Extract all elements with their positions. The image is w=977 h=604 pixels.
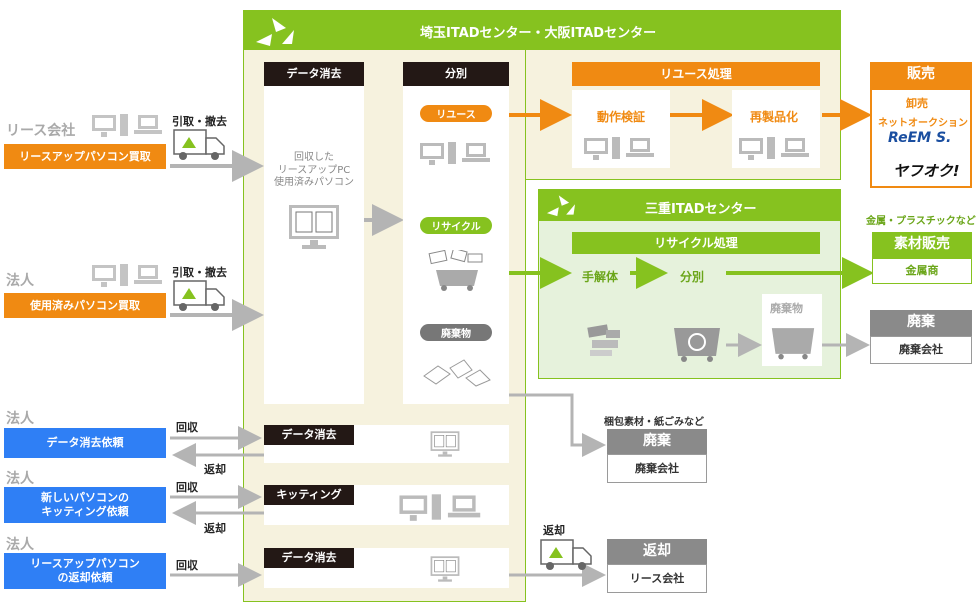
truck-icon: [173, 129, 225, 160]
corp-label: 法人: [6, 411, 34, 427]
refurb-label: 再製品化: [750, 110, 799, 124]
truck-icon: [173, 280, 225, 311]
sales-header: 販売: [870, 62, 972, 88]
verify-label: 動作検証: [597, 110, 646, 124]
truck-icon: [540, 539, 592, 570]
reuse-process-header: リユース処理: [572, 62, 820, 86]
return-header: 返却: [607, 539, 707, 564]
waste-pill: 廃棄物: [420, 324, 492, 341]
collect-label: 回収: [176, 421, 198, 434]
pickup-label: 引取・撤去: [172, 266, 227, 279]
received-pc-text: 回収した リースアップPC 使用済みパソコン: [274, 152, 354, 189]
yafuoku-logo: ヤフオク!: [893, 162, 960, 180]
recycle-pill: リサイクル: [420, 217, 492, 234]
waste-container-icon: [771, 328, 815, 360]
mie-waste-label: 廃棄物: [770, 302, 803, 315]
return-label: 返却: [204, 463, 226, 476]
reems-logo: ReEM S.: [888, 130, 952, 146]
saitama-center-frame: [243, 10, 841, 50]
desktop-pc-icon: [584, 137, 654, 160]
disposal2-body: 廃棄会社: [607, 454, 707, 483]
desktop-pc-icon: [92, 114, 162, 137]
kitting-request-button[interactable]: 新しいパソコンの キッティング依頼: [4, 487, 166, 523]
recycle-process-header: リサイクル処理: [572, 232, 820, 254]
collect-label: 回収: [176, 481, 198, 494]
disposal-header: 廃棄: [870, 310, 972, 336]
desktop-pc-icon: [92, 264, 162, 287]
data-erase-label: データ消去: [264, 425, 354, 445]
collect-label: 回収: [176, 559, 198, 572]
lease-company-label: リース会社: [6, 123, 76, 139]
corp-label: 法人: [6, 537, 34, 553]
sales-panel: [870, 88, 972, 188]
desktop-pc-icon: [399, 494, 481, 521]
data-erase-monitor-icon: [289, 205, 339, 249]
wholesale-label: 卸売: [906, 97, 928, 110]
data-erase-monitor-icon: [430, 556, 460, 582]
desktop-pc-icon: [739, 137, 809, 160]
kitting-label: キッティング: [264, 485, 354, 505]
data-erase-header: データ消去: [264, 62, 364, 86]
disposal2-header: 廃棄: [607, 429, 707, 454]
sorting-panel: [403, 86, 509, 404]
saitama-center-title: 埼玉ITADセンター・大阪ITADセンター: [420, 26, 657, 41]
data-erase-request-button[interactable]: データ消去依頼: [4, 428, 166, 458]
disassembled-parts-icon: [587, 324, 620, 356]
pickup-label: 引取・撤去: [172, 115, 227, 128]
auction-label: ネットオークション: [878, 118, 968, 129]
mie-sort-label: 分別: [680, 270, 705, 284]
data-erase-label: データ消去: [264, 548, 354, 568]
recycle-container-icon: [674, 328, 720, 362]
itad-logo-icon: [256, 18, 294, 46]
return-truck-label: 返却: [543, 524, 565, 537]
disassembly-label: 手解体: [582, 270, 619, 284]
materials-body: 金属商: [872, 258, 972, 284]
recycle-bin-icon: [428, 250, 483, 291]
corp-label: 法人: [6, 273, 34, 289]
used-pc-buy-button[interactable]: 使用済みパソコン買取: [4, 293, 166, 318]
corp-label: 法人: [6, 471, 34, 487]
sorting-header: 分別: [403, 62, 509, 86]
return-body: リース会社: [607, 564, 707, 593]
materials-caption: 金属・プラスチックなど: [866, 216, 976, 227]
mie-center-frame: [538, 189, 841, 221]
packaging-waste-icon: [423, 359, 491, 387]
desktop-pc-icon: [420, 142, 490, 165]
data-erase-monitor-icon: [430, 431, 460, 457]
return-request-button[interactable]: リースアップパソコン の返却依頼: [4, 553, 166, 589]
itad-logo-icon: [546, 195, 576, 217]
disposal-body: 廃棄会社: [870, 336, 972, 364]
lease-buy-button[interactable]: リースアップパソコン買取: [4, 144, 166, 169]
disposal2-caption: 梱包素材・紙ごみなど: [604, 417, 704, 428]
materials-header: 素材販売: [872, 232, 972, 258]
reuse-pill: リユース: [420, 105, 492, 122]
mie-center-title: 三重ITADセンター: [645, 202, 757, 217]
return-label: 返却: [204, 522, 226, 535]
